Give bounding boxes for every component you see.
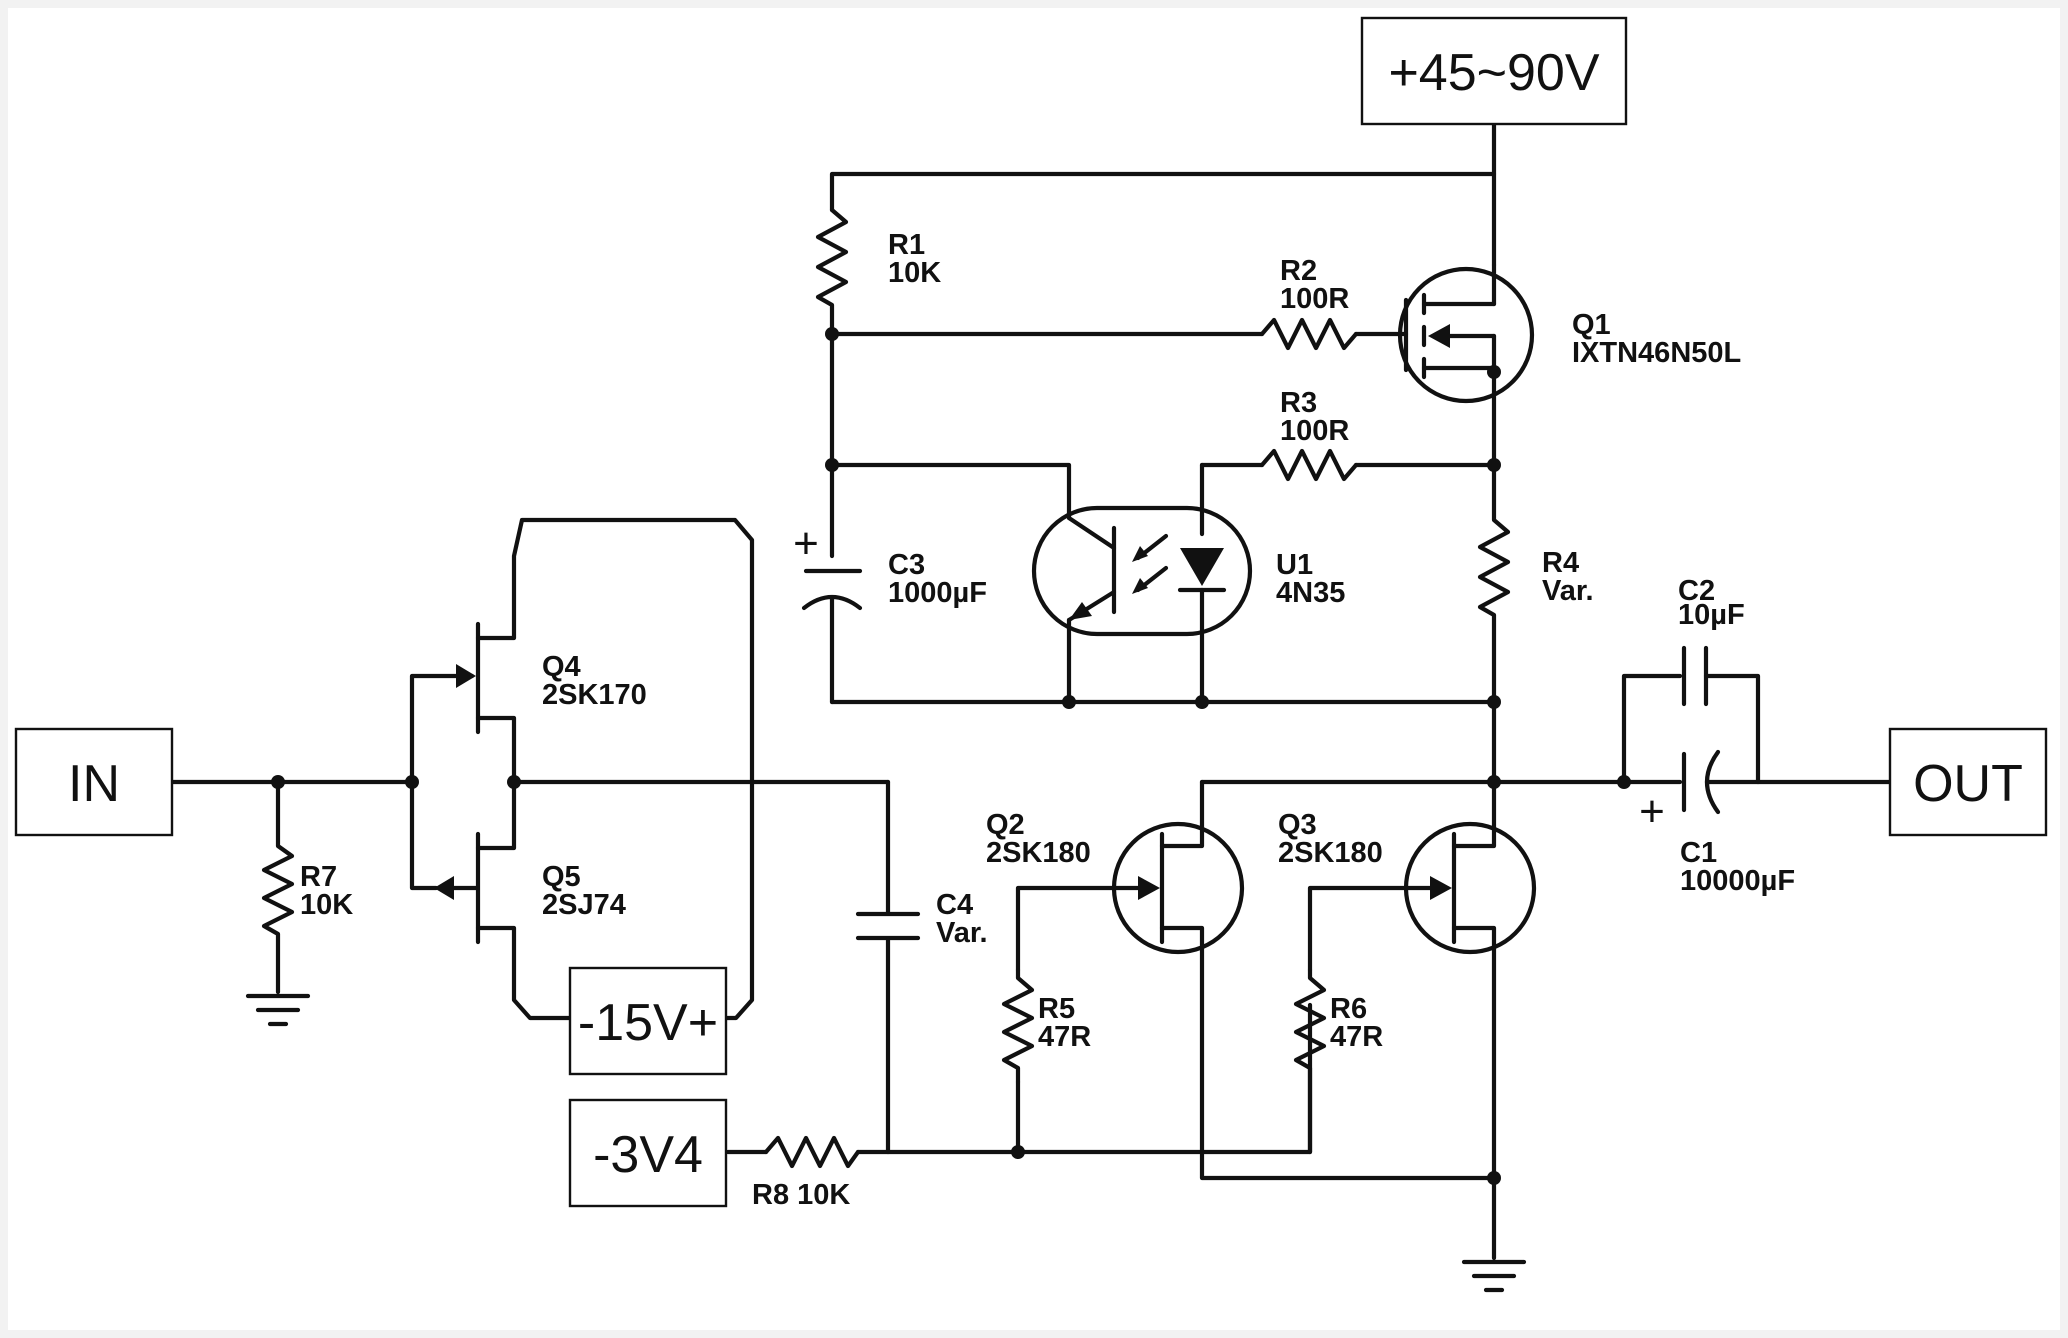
- q4-ref: Q4: [542, 651, 581, 683]
- c4-value: Var.: [936, 917, 988, 949]
- c3-label: + C3 1000µF: [793, 519, 987, 609]
- q3-jfet: [1293, 779, 1537, 1261]
- q1-value: IXTN46N50L: [1572, 337, 1741, 369]
- port-in: IN: [14, 727, 174, 837]
- r6-label: R6 47R: [1330, 993, 1383, 1053]
- u1-label: U1 4N35: [1276, 549, 1345, 609]
- c3-capacitor: [801, 331, 1497, 705]
- r6-ref: R6: [1330, 993, 1367, 1025]
- port-supply: +45~90V: [1360, 16, 1628, 126]
- r2-label: R2 100R: [1280, 255, 1349, 315]
- c1-label: + C1 10000µF: [1639, 787, 1795, 897]
- q2-value: 2SK180: [986, 837, 1091, 869]
- port-neg15: -15V+: [568, 966, 728, 1076]
- r4-resistor: [1477, 462, 1511, 705]
- r5-ref: R5: [1038, 993, 1075, 1025]
- q1-gate-network: [829, 317, 1409, 351]
- port-neg3v4-label: -3V4: [593, 1126, 703, 1184]
- c1-plus-sign: +: [1639, 787, 1665, 836]
- c4-ref: C4: [936, 889, 973, 921]
- q5-label: Q5 2SJ74: [542, 861, 626, 921]
- r2-value: 100R: [1280, 283, 1349, 315]
- r1-label: R1 10K: [888, 229, 941, 289]
- r3-ref: R3: [1280, 387, 1317, 419]
- r3-network: [1199, 448, 1497, 518]
- c2-ref: C2: [1678, 575, 1715, 607]
- r2-ref: R2: [1280, 255, 1317, 287]
- q5-value: 2SJ74: [542, 889, 626, 921]
- c2-value: 10µF: [1678, 599, 1745, 631]
- q3-label: Q3 2SK180: [1278, 809, 1383, 869]
- r5-label: R5 47R: [1038, 993, 1091, 1053]
- r6-value: 47R: [1330, 1021, 1383, 1053]
- r1-ref: R1: [888, 229, 925, 261]
- port-out-label: OUT: [1913, 755, 2023, 813]
- r4-label: R4 Var.: [1542, 547, 1594, 607]
- schematic-canvas: [8, 8, 2060, 1330]
- r7-label: R7 10K: [300, 861, 353, 921]
- port-neg15-label: -15V+: [578, 994, 718, 1052]
- c1-ref: C1: [1680, 837, 1717, 869]
- r5-value: 47R: [1038, 1021, 1091, 1053]
- q4-label: Q4 2SK170: [542, 651, 647, 711]
- input-line: [169, 779, 415, 1027]
- port-out: OUT: [1888, 727, 2048, 837]
- c2-label: C2 10µF: [1678, 575, 1745, 631]
- r7-ref: R7: [300, 861, 337, 893]
- c3-plus-sign: +: [793, 519, 819, 568]
- c4-capacitor: [855, 779, 921, 1155]
- q4-value: 2SK170: [542, 679, 647, 711]
- r7-value: 10K: [300, 889, 353, 921]
- q1-label: Q1 IXTN46N50L: [1572, 309, 1741, 369]
- q2-label: Q2 2SK180: [986, 809, 1091, 869]
- port-in-label: IN: [68, 755, 120, 813]
- c3-value: 1000µF: [888, 577, 987, 609]
- q3-value: 2SK180: [1278, 837, 1383, 869]
- ground-symbol: [1461, 1259, 1527, 1293]
- r3-label: R3 100R: [1280, 387, 1349, 447]
- u1-ref: U1: [1276, 549, 1313, 581]
- output-capacitors: [1621, 645, 1893, 815]
- r3-value: 100R: [1280, 415, 1349, 447]
- r8-label: R8 10K: [752, 1179, 850, 1211]
- u1-optocoupler: [829, 462, 1253, 705]
- q2-ref: Q2: [986, 809, 1025, 841]
- supply-rail: [829, 121, 1497, 268]
- port-neg3v4: -3V4: [568, 1098, 728, 1208]
- q3-ref: Q3: [1278, 809, 1317, 841]
- q1-mosfet: [1397, 262, 1535, 468]
- r1-value: 10K: [888, 257, 941, 289]
- q5-ref: Q5: [542, 861, 581, 893]
- c3-ref: C3: [888, 549, 925, 581]
- r4-ref: R4: [1542, 547, 1579, 579]
- q1-ref: Q1: [1572, 309, 1611, 341]
- u1-value: 4N35: [1276, 577, 1345, 609]
- c4-label: C4 Var.: [936, 889, 988, 949]
- port-supply-label: +45~90V: [1388, 44, 1599, 102]
- r8-label-group: R8 10K: [752, 1179, 850, 1211]
- q2-jfet: [1001, 779, 1497, 1181]
- junction-dots: [271, 327, 1631, 1185]
- r4-value: Var.: [1542, 575, 1594, 607]
- c1-value: 10000µF: [1680, 865, 1795, 897]
- r1-resistor: [815, 207, 849, 337]
